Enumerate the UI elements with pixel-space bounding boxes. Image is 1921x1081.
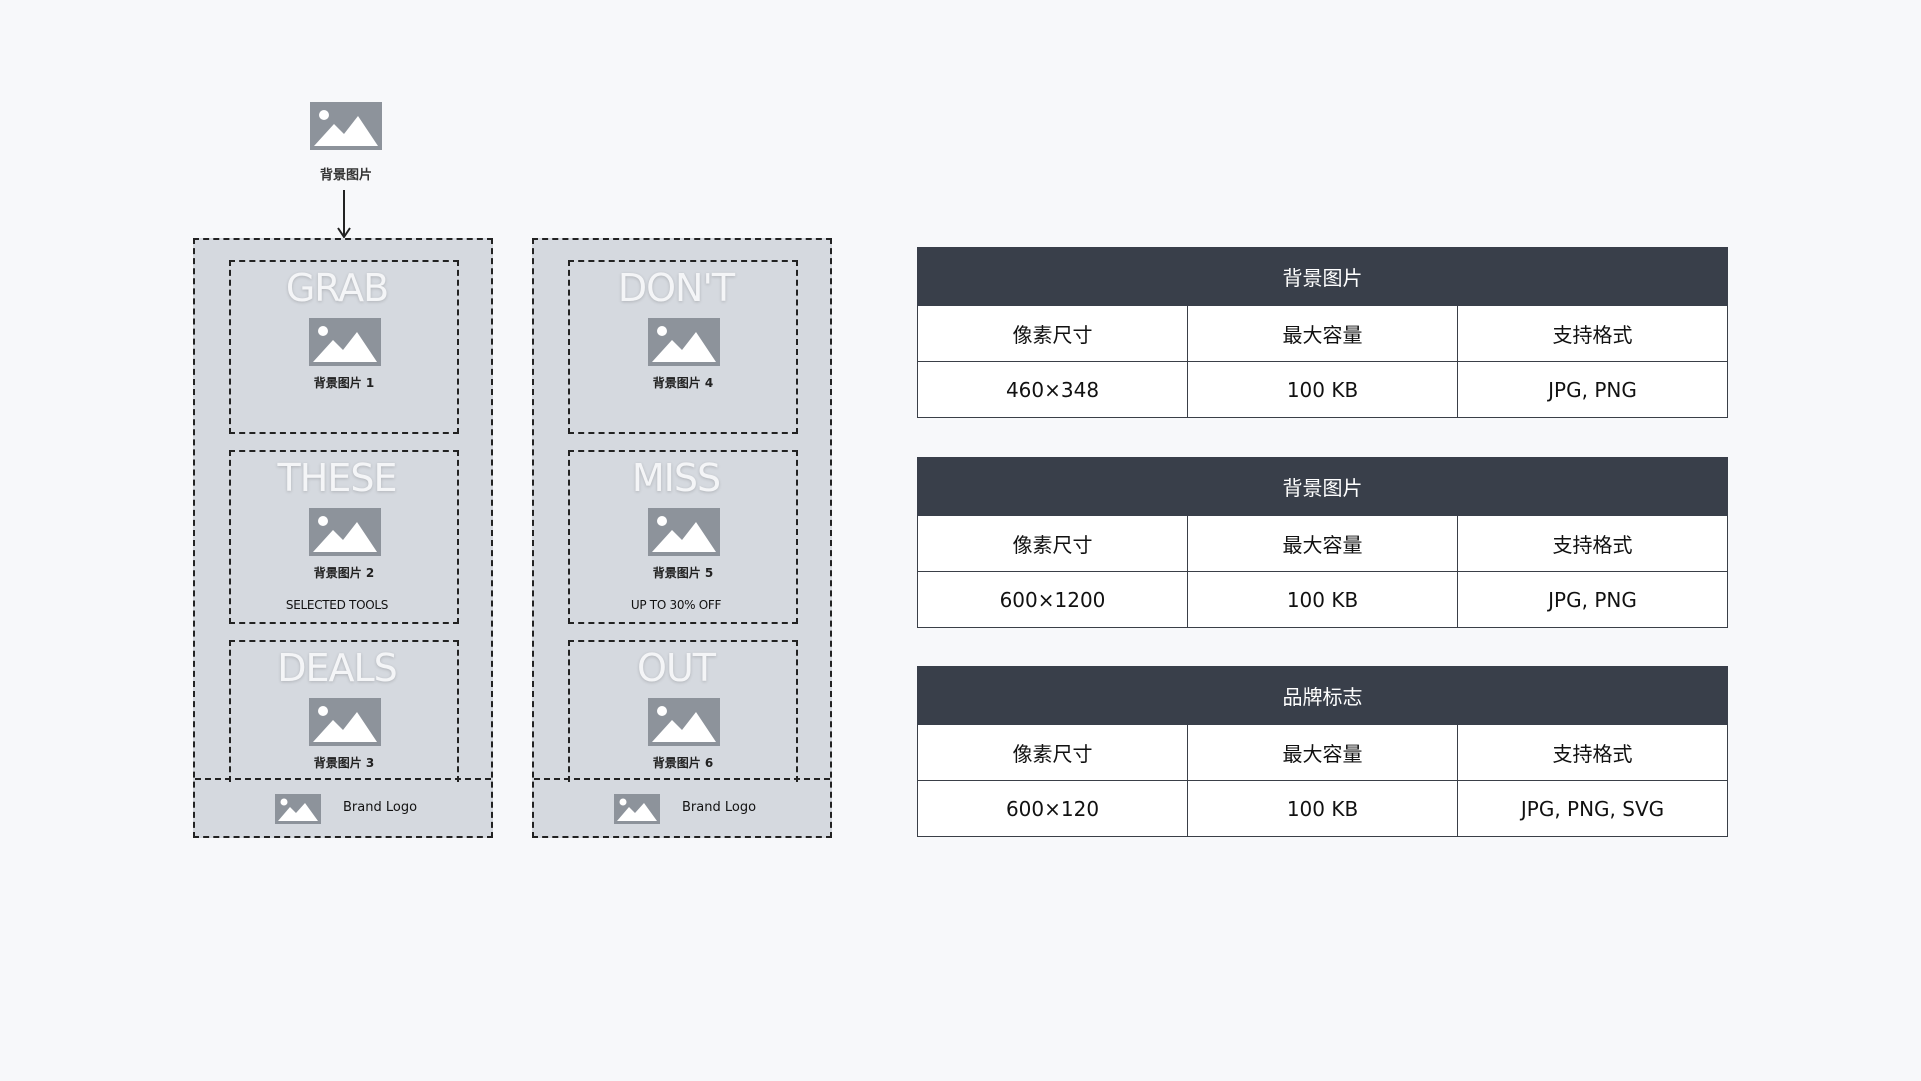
panel-image-label: 背景图片 6 <box>652 756 714 770</box>
panel-headline: DON'T <box>617 266 735 310</box>
table-cell: 100 KB <box>1187 361 1458 418</box>
image-icon <box>648 698 720 746</box>
panel-headline: OUT <box>637 646 716 690</box>
table-cell: JPG, PNG <box>1457 571 1728 628</box>
panel-headline: MISS <box>631 456 721 500</box>
table-cell: JPG, PNG <box>1457 361 1728 418</box>
table-header-row: 像素尺寸 最大容量 支持格式 <box>917 515 1728 572</box>
image-icon <box>648 318 720 366</box>
table-header-row: 像素尺寸 最大容量 支持格式 <box>917 724 1728 781</box>
spec-table-title: 品牌标志 <box>917 666 1728 725</box>
table-cell: 600×1200 <box>917 571 1188 628</box>
brand-logo-row: Brand Logo <box>534 778 830 838</box>
table-row: 600×1200 100 KB JPG, PNG <box>917 571 1728 628</box>
panel-image-label: 背景图片 2 <box>313 566 375 580</box>
panel-image-label: 背景图片 3 <box>313 756 375 770</box>
spec-table-title: 背景图片 <box>917 247 1728 306</box>
header-cell: 最大容量 <box>1187 515 1458 572</box>
table-row: 460×348 100 KB JPG, PNG <box>917 361 1728 418</box>
top-image-label: 背景图片 <box>319 168 372 183</box>
ad-column-2: DON'T 背景图片 4 MISS 背景图片 5 UP TO 30% OFF O… <box>532 238 832 838</box>
panel-image-label: 背景图片 5 <box>652 566 714 580</box>
panel-5: MISS 背景图片 5 UP TO 30% OFF <box>568 450 798 624</box>
spec-table-2: 背景图片 像素尺寸 最大容量 支持格式 600×1200 100 KB JPG,… <box>917 457 1728 628</box>
image-icon <box>310 102 382 150</box>
table-cell: 100 KB <box>1187 780 1458 837</box>
header-cell: 像素尺寸 <box>917 305 1188 362</box>
header-cell: 支持格式 <box>1457 515 1728 572</box>
image-icon <box>614 794 660 824</box>
panel-headline: DEALS <box>277 646 398 690</box>
brand-logo-label: Brand Logo <box>682 800 757 815</box>
panel-2: THESE 背景图片 2 SELECTED TOOLS <box>229 450 459 624</box>
spec-table-title: 背景图片 <box>917 457 1728 516</box>
panel-subtext: UP TO 30% OFF <box>630 598 722 612</box>
spec-table-3: 品牌标志 像素尺寸 最大容量 支持格式 600×120 100 KB JPG, … <box>917 666 1728 837</box>
header-cell: 最大容量 <box>1187 305 1458 362</box>
down-arrow-icon <box>337 190 351 239</box>
ad-column-1: GRAB 背景图片 1 THESE 背景图片 2 SELECTED TOOLS … <box>193 238 493 838</box>
panel-subtext: SELECTED TOOLS <box>285 598 389 612</box>
panel-headline: GRAB <box>285 266 389 310</box>
panel-6: OUT 背景图片 6 <box>568 640 798 782</box>
table-row: 600×120 100 KB JPG, PNG, SVG <box>917 780 1728 837</box>
table-cell: JPG, PNG, SVG <box>1457 780 1728 837</box>
table-cell: 600×120 <box>917 780 1188 837</box>
brand-logo-label: Brand Logo <box>343 800 418 815</box>
header-cell: 像素尺寸 <box>917 515 1188 572</box>
panel-image-label: 背景图片 1 <box>313 376 375 390</box>
brand-logo-row: Brand Logo <box>195 778 491 838</box>
image-icon <box>648 508 720 556</box>
panel-4: DON'T 背景图片 4 <box>568 260 798 434</box>
header-cell: 像素尺寸 <box>917 724 1188 781</box>
panel-headline: THESE <box>277 456 398 500</box>
panel-image-label: 背景图片 4 <box>652 376 714 390</box>
table-cell: 100 KB <box>1187 571 1458 628</box>
table-header-row: 像素尺寸 最大容量 支持格式 <box>917 305 1728 362</box>
spec-table-1: 背景图片 像素尺寸 最大容量 支持格式 460×348 100 KB JPG, … <box>917 247 1728 418</box>
image-icon <box>309 698 381 746</box>
image-icon <box>309 508 381 556</box>
header-cell: 最大容量 <box>1187 724 1458 781</box>
image-icon <box>275 794 321 824</box>
panel-3: DEALS 背景图片 3 <box>229 640 459 782</box>
image-icon <box>309 318 381 366</box>
header-cell: 支持格式 <box>1457 305 1728 362</box>
header-cell: 支持格式 <box>1457 724 1728 781</box>
panel-1: GRAB 背景图片 1 <box>229 260 459 434</box>
table-cell: 460×348 <box>917 361 1188 418</box>
